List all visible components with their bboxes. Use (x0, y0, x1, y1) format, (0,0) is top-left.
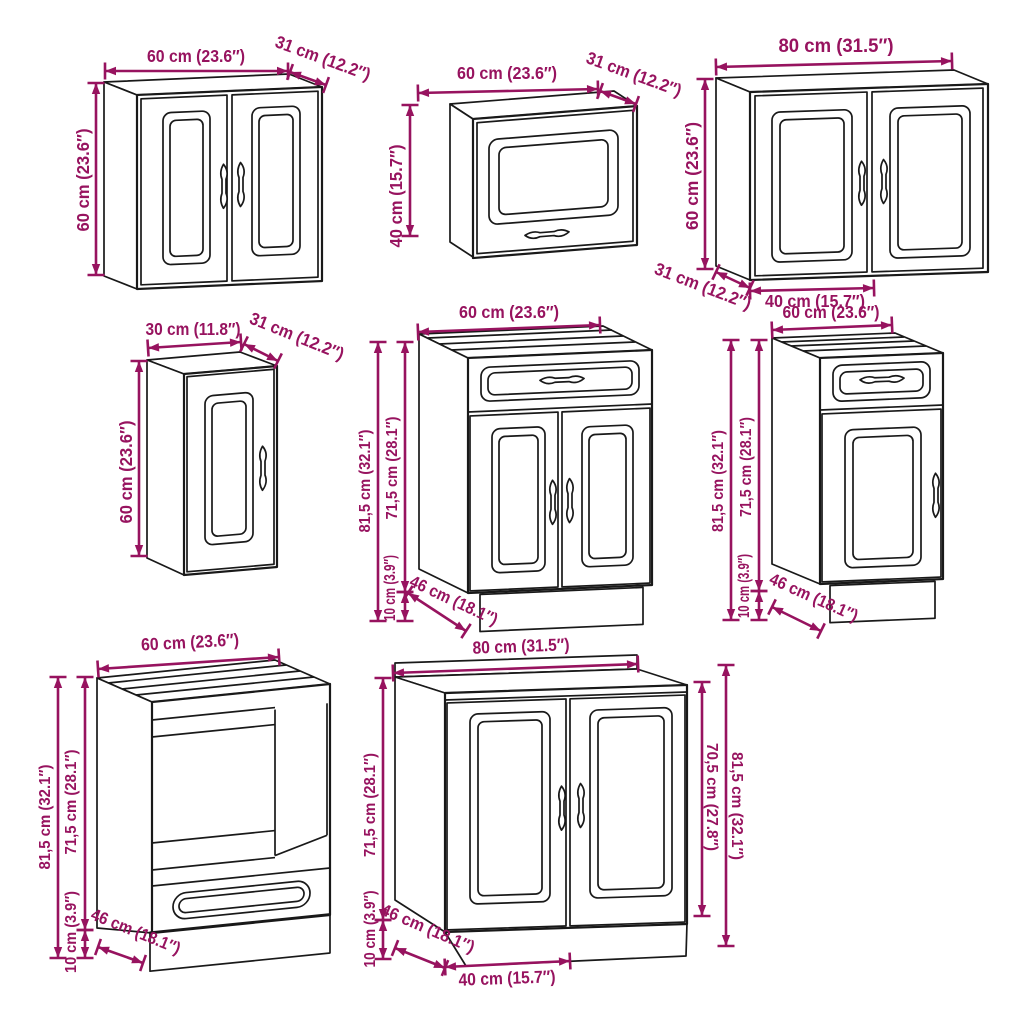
cabinet-side-face (772, 338, 820, 584)
door-handle-icon (559, 786, 565, 830)
cabinet-wall-80-two-doors: 80 cm (31.5″) 60 cm (23.6″) 31 cm (12.2″… (652, 36, 988, 314)
dim-depth (95, 939, 146, 971)
label-height: 60 cm (23.6″) (116, 421, 136, 524)
label-plinth-height: 10 cm (3.9″) (382, 555, 399, 621)
cabinet-side-face (419, 334, 468, 593)
door-handle-icon (567, 478, 573, 522)
door-handle-icon (859, 161, 865, 205)
cabinet-side-face (450, 104, 473, 257)
door-handle-icon (578, 783, 584, 827)
label-plinth-height: 10 cm (3.9″) (63, 891, 80, 973)
cabinet-side-face (716, 78, 750, 280)
label-width: 60 cm (23.6″) (783, 302, 880, 322)
door-handle-icon (221, 164, 227, 208)
door-handle-icon (260, 446, 266, 491)
door-handle-icon (881, 159, 887, 203)
label-width: 60 cm (23.6″) (147, 46, 245, 66)
cabinet-front (137, 87, 322, 289)
cabinet-front (445, 685, 687, 932)
label-width: 80 cm (31.5″) (472, 634, 570, 657)
label-width: 60 cm (23.6″) (457, 63, 557, 83)
label-depth: 31 cm (12.2″) (247, 308, 347, 364)
label-body-height: 71,5 cm (28.1″) (738, 417, 755, 517)
cabinet-front-face (820, 353, 943, 584)
cabinet-front-face (468, 350, 652, 593)
label-total-height: 81,5 cm (32.1″) (357, 430, 374, 533)
cabinet-front (820, 353, 943, 623)
cabinet-sink-base-80: 80 cm (31.5″) 71,5 cm (28.1″) 10 cm (3.9… (362, 634, 745, 989)
label-body-height: 71,5 cm (28.1″) (63, 750, 80, 855)
label-inner-height: 70,5 cm (27.8″) (703, 743, 720, 851)
cabinet-side-face (147, 360, 184, 575)
cabinet-wall-60-flip-up: 60 cm (23.6″) 31 cm (12.2″) 40 cm (15.7″… (386, 48, 684, 258)
cabinet-wall-30: 30 cm (11.8″) 31 cm (12.2″) 60 cm (23.6″… (116, 308, 347, 575)
cabinet-front-face (137, 87, 322, 289)
label-body-height: 71,5 cm (28.1″) (362, 753, 379, 857)
label-plinth-height: 10 cm (3.9″) (736, 554, 753, 618)
cabinet-side-face (97, 678, 152, 933)
label-total-height: 81,5 cm (32.1″) (37, 765, 54, 870)
door-handle-icon (933, 473, 939, 517)
dim-depth (392, 940, 448, 976)
cabinet-front (750, 84, 988, 280)
cabinet-oven-base-60: 60 cm (23.6″) 81,5 cm (32.1″) 71,5 cm (2… (37, 629, 330, 973)
cabinet-side-face (395, 677, 445, 932)
cabinet-base-60-drawer-two-doors: 60 cm (23.6″) 81,5 cm (32.1″) 71,5 cm (2… (357, 302, 652, 638)
label-height: 60 cm (23.6″) (682, 122, 702, 230)
cabinet-front (468, 350, 652, 632)
label-plinth-height: 10 cm (3.9″) (362, 891, 379, 968)
cabinet-front (150, 684, 330, 971)
label-height: 40 cm (15.7″) (386, 145, 406, 248)
cabinet-front (473, 106, 637, 258)
label-body-height: 71,5 cm (28.1″) (384, 417, 401, 520)
label-total-height: 81,5 cm (32.1″) (728, 752, 745, 860)
cabinet-front (184, 366, 277, 575)
label-width: 60 cm (23.6″) (141, 629, 240, 654)
label-width: 80 cm (31.5″) (779, 36, 894, 57)
cabinet-wall-60-two-doors: 60 cm (23.6″) 31 cm (12.2″) 60 cm (23.6″… (73, 32, 373, 289)
label-total-height: 81,5 cm (32.1″) (710, 430, 727, 532)
label-height: 60 cm (23.6″) (73, 129, 93, 232)
dim-plinth-height (751, 591, 768, 620)
label-door-width: 40 cm (15.7″) (458, 966, 556, 989)
plinth (480, 587, 643, 631)
door-handle-icon (550, 480, 556, 524)
label-width: 60 cm (23.6″) (459, 302, 559, 322)
cabinet-base-40-drawer-one-door: 60 cm (23.6″) 81,5 cm (32.1″) 71,5 cm (2… (710, 302, 943, 639)
label-width: 30 cm (11.8″) (146, 319, 241, 339)
cabinet-side-face (104, 82, 137, 289)
door-handle-icon (238, 162, 244, 206)
